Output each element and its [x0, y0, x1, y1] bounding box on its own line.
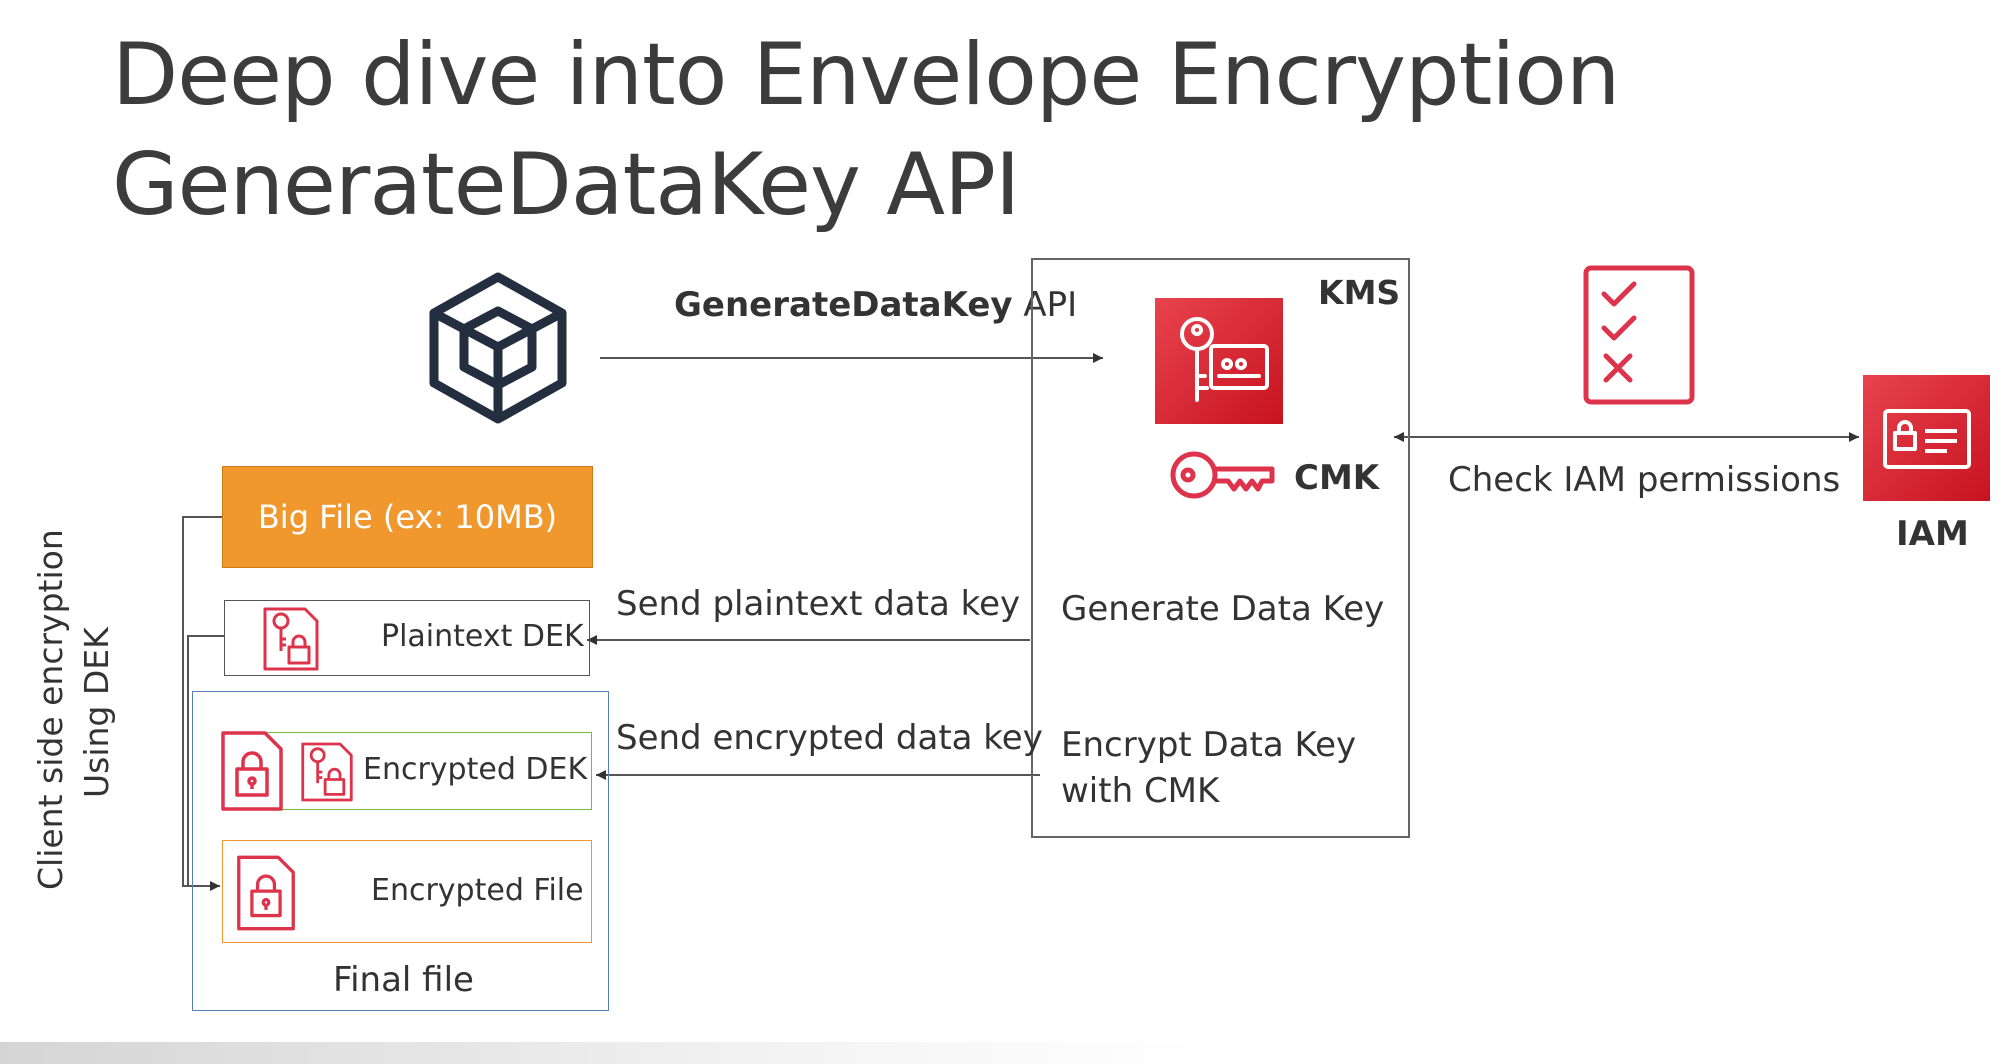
title-line-1: Deep dive into Envelope Encryption — [112, 25, 1620, 125]
plaintext-dek-box: Plaintext DEK — [224, 600, 590, 676]
dek-connector — [187, 635, 224, 886]
iam-icon — [1863, 375, 1990, 501]
encrypt-data-key-label-1: Encrypt Data Key — [1061, 725, 1357, 765]
encrypted-dek-box: Encrypted DEK — [221, 731, 592, 811]
checklist-icon — [1583, 265, 1695, 405]
cmk-key-icon — [1170, 451, 1275, 499]
check-iam-label: Check IAM permissions — [1448, 460, 1841, 500]
key-lock-document-icon — [263, 607, 319, 671]
plaintext-dek-label: Plaintext DEK — [381, 619, 584, 654]
big-file-label: Big File (ex: 10MB) — [257, 498, 558, 536]
encrypted-file-label: Encrypted File — [371, 873, 584, 908]
slide-footer-band — [0, 1042, 2006, 1064]
encrypt-data-key-label-2: with CMK — [1061, 771, 1220, 811]
final-file-label: Final file — [333, 960, 474, 1000]
send-plaintext-label: Send plaintext data key — [616, 584, 1021, 624]
big-file-connector — [182, 516, 224, 891]
kms-label: KMS — [1318, 273, 1401, 312]
sdk-cube-icon — [429, 272, 567, 424]
side-label-line-1: Client side encryption — [31, 529, 70, 890]
cmk-label: CMK — [1294, 458, 1380, 498]
lock-document-icon — [221, 731, 283, 811]
kms-box — [1031, 258, 1410, 838]
big-file-box: Big File (ex: 10MB) — [222, 466, 593, 568]
title-line-2: GenerateDataKey API — [112, 135, 1020, 235]
encrypted-dek-label: Encrypted DEK — [363, 752, 588, 787]
side-label-line-2: Using DEK — [77, 627, 116, 798]
lock-document-icon — [237, 855, 295, 931]
side-label: Client side encryption Using DEK — [28, 470, 120, 890]
send-encrypted-label: Send encrypted data key — [616, 718, 1043, 758]
key-lock-document-icon — [301, 742, 353, 802]
api-call-label: GenerateDataKey API — [674, 285, 1077, 326]
kms-key-icon — [1155, 298, 1283, 424]
final-file-box — [192, 691, 609, 1011]
iam-label: IAM — [1896, 514, 1969, 554]
api-call-label-bold: GenerateDataKey — [674, 285, 1013, 325]
encrypted-file-box: Encrypted File — [222, 840, 592, 943]
generate-data-key-label: Generate Data Key — [1061, 589, 1385, 629]
